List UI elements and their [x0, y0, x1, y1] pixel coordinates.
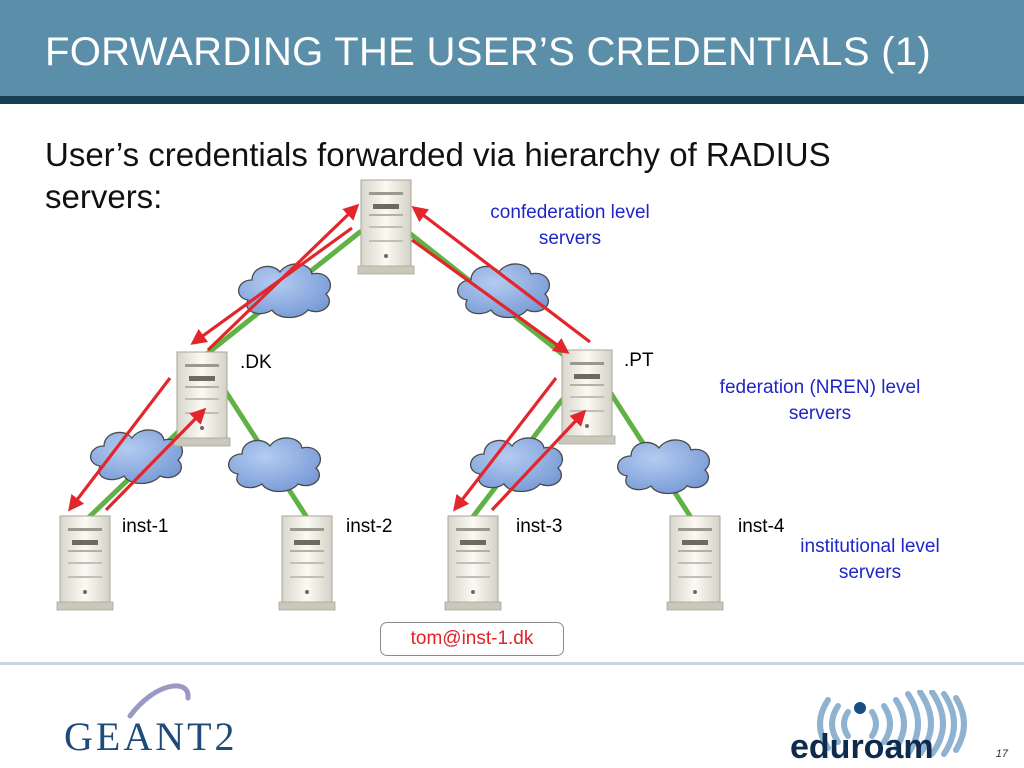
- inst4-server-icon: [666, 515, 724, 611]
- slide-title: FORWARDING THE USER’S CREDENTIALS (1): [45, 30, 932, 74]
- geant2-logo-text: GEANT2: [64, 714, 238, 756]
- inst2-server-label: inst-2: [346, 516, 393, 537]
- institutional-level-line2: servers: [838, 562, 902, 583]
- federation-level-line2: servers: [788, 403, 852, 424]
- arrow-pt-to-inst3: [453, 377, 558, 512]
- confederation-level-label: confederation level servers: [470, 200, 670, 252]
- institutional-level-label: institutional level servers: [780, 534, 960, 586]
- wifi-waves-icon: [817, 690, 967, 757]
- arrow-inst1-to-dk: [104, 407, 207, 512]
- eduroam-logo: eduroam: [790, 690, 967, 766]
- inst4-server-label: inst-4: [738, 516, 785, 537]
- eduroam-dot-icon: [854, 702, 866, 714]
- confederation-level-line2: servers: [538, 228, 602, 249]
- inst2-server-icon: [278, 515, 336, 611]
- network-cloud-icon: [616, 439, 711, 495]
- credential-arrows: [68, 203, 591, 512]
- network-cloud-icon: [227, 437, 322, 493]
- confederation-server-icon: [357, 179, 415, 275]
- arrow-root-to-dk: [190, 226, 353, 345]
- institutional-level-line1: institutional level: [800, 536, 940, 557]
- network-cloud-icon: [237, 263, 332, 319]
- eduroam-logo-text: eduroam: [790, 728, 934, 766]
- arrow-inst3-to-pt: [490, 409, 587, 512]
- title-bar: [0, 0, 1024, 96]
- inst1-server-icon: [56, 515, 114, 611]
- federation-level-label: federation (NREN) level servers: [700, 375, 940, 427]
- network-cloud-icon: [456, 263, 551, 319]
- slide-body-text: User’s credentials forwarded via hierarc…: [45, 136, 831, 215]
- inst3-server-label: inst-3: [516, 516, 563, 537]
- inst1-server-label: inst-1: [122, 516, 169, 537]
- arrow-dk-to-inst1: [68, 377, 172, 512]
- dk-server-label: .DK: [240, 352, 272, 373]
- arrow-root-to-pt: [411, 238, 570, 354]
- federation-level-line1: federation (NREN) level: [719, 377, 921, 398]
- user-credential-box: tom@inst-1.dk: [380, 622, 564, 656]
- footer-divider: [0, 662, 1024, 665]
- geant2-logo: GEANT2: [64, 683, 238, 756]
- confederation-level-line1: confederation level: [490, 202, 650, 223]
- pt-server-label: .PT: [624, 350, 654, 371]
- title-underline: [0, 96, 1024, 104]
- page-number: 17: [995, 748, 1008, 760]
- inst3-server-icon: [444, 515, 502, 611]
- arrow-pt-to-root: [411, 206, 591, 344]
